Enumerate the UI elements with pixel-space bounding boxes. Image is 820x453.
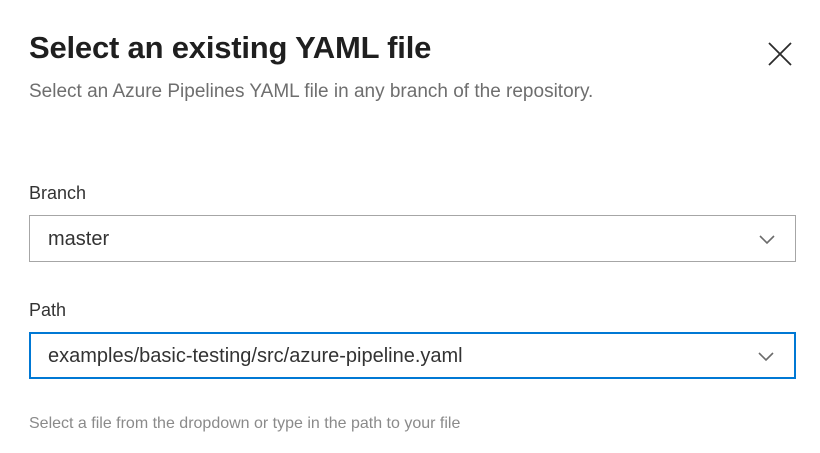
branch-input[interactable] [30, 224, 795, 253]
path-input[interactable] [31, 341, 794, 370]
dialog-header: Select an existing YAML file Select an A… [29, 28, 796, 108]
page-title: Select an existing YAML file [29, 30, 432, 65]
close-icon [766, 40, 794, 68]
path-field: Path [29, 298, 796, 379]
chevron-down-icon[interactable] [755, 227, 779, 251]
branch-label: Branch [29, 183, 87, 203]
branch-field: Branch [29, 181, 796, 262]
dialog-subtitle: Select an Azure Pipelines YAML file in a… [29, 81, 594, 102]
chevron-down-icon[interactable] [754, 344, 778, 368]
title-row: Select an existing YAML file [29, 28, 796, 68]
path-hint-text: Select a file from the dropdown or type … [29, 415, 461, 432]
path-dropdown[interactable] [29, 332, 796, 379]
path-label: Path [29, 300, 67, 320]
branch-dropdown[interactable] [29, 215, 796, 262]
close-button[interactable] [764, 38, 796, 70]
